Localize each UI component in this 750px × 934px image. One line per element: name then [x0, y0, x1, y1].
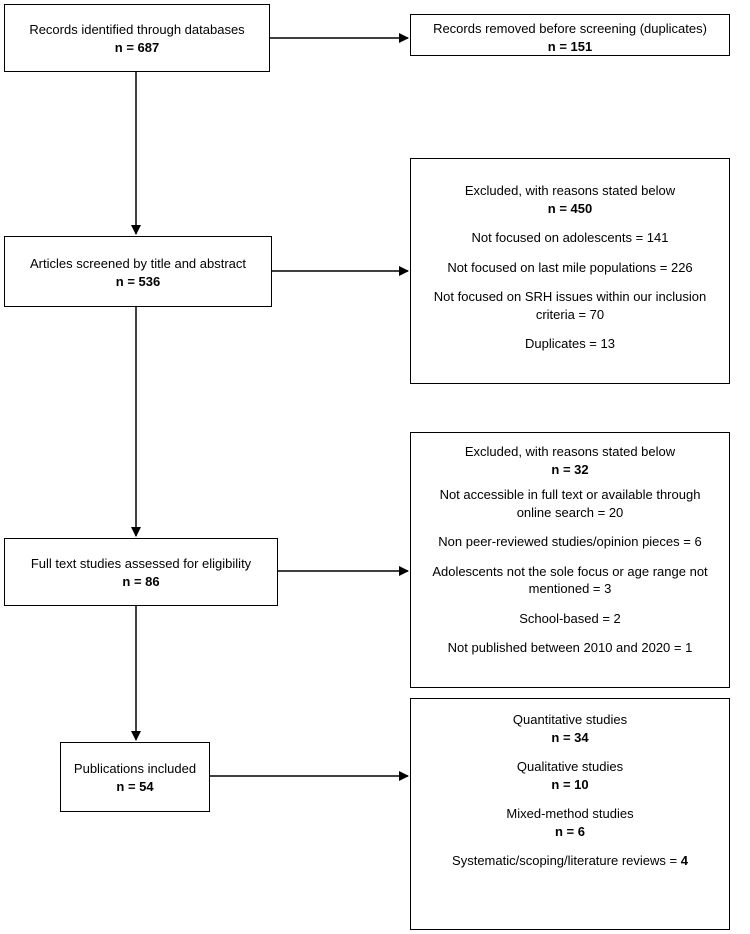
publications-included-box: Publications included n = 54	[60, 742, 210, 812]
qualitative-label: Qualitative studies	[516, 759, 624, 775]
excluded-screening-heading: Excluded, with reasons stated below	[464, 183, 676, 198]
fulltext-assessed-count: n = 86	[122, 573, 160, 589]
publications-included-count: n = 54	[116, 778, 154, 794]
duplicates-removed-label: Records removed before screening (duplic…	[433, 21, 707, 36]
reason-item: School-based = 2	[519, 610, 621, 626]
reason-item: Not focused on last mile populations = 2…	[447, 259, 693, 275]
excluded-eligibility-box: Excluded, with reasons stated below n = …	[410, 432, 730, 688]
excluded-eligibility-count: n = 32	[551, 461, 589, 477]
reason-item: Duplicates = 13	[525, 336, 615, 352]
reason-item: Not focused on SRH issues within our inc…	[433, 289, 707, 322]
reason-item: Not focused on adolescents = 141	[471, 230, 669, 246]
articles-screened-label: Articles screened by title and abstract	[29, 256, 247, 271]
quantitative-label: Quantitative studies	[512, 712, 628, 727]
reason-item: Not published between 2010 and 2020 = 1	[447, 640, 693, 656]
articles-screened-count: n = 536	[115, 273, 161, 289]
reviews-count: 4	[680, 853, 688, 869]
duplicates-removed-count: n = 151	[547, 38, 593, 54]
reviews-line: Systematic/scoping/literature reviews = …	[421, 852, 719, 870]
included-breakdown-box: Quantitative studies n = 34 Qualitative …	[410, 698, 730, 930]
mixed-method-count: n = 6	[555, 823, 585, 839]
reviews-label: Systematic/scoping/literature reviews =	[452, 853, 678, 869]
fulltext-assessed-label: Full text studies assessed for eligibili…	[30, 556, 252, 571]
excluded-screening-box: Excluded, with reasons stated below n = …	[410, 158, 730, 384]
publications-included-label: Publications included	[73, 761, 197, 776]
mixed-method-label: Mixed-method studies	[506, 806, 634, 822]
excluded-eligibility-heading: Excluded, with reasons stated below	[464, 444, 676, 459]
excluded-screening-count: n = 450	[547, 200, 593, 216]
duplicates-removed-box: Records removed before screening (duplic…	[410, 14, 730, 56]
records-identified-box: Records identified through databases n =…	[4, 4, 270, 72]
reason-item: Adolescents not the sole focus or age ra…	[432, 563, 708, 597]
qualitative-count: n = 10	[551, 776, 589, 792]
quantitative-count: n = 34	[551, 729, 589, 745]
articles-screened-box: Articles screened by title and abstract …	[4, 236, 272, 307]
records-identified-count: n = 687	[114, 39, 160, 55]
reason-item: Not accessible in full text or available…	[439, 487, 701, 520]
fulltext-assessed-box: Full text studies assessed for eligibili…	[4, 538, 278, 606]
records-identified-label: Records identified through databases	[29, 22, 245, 37]
reason-item: Non peer-reviewed studies/opinion pieces…	[438, 534, 702, 550]
